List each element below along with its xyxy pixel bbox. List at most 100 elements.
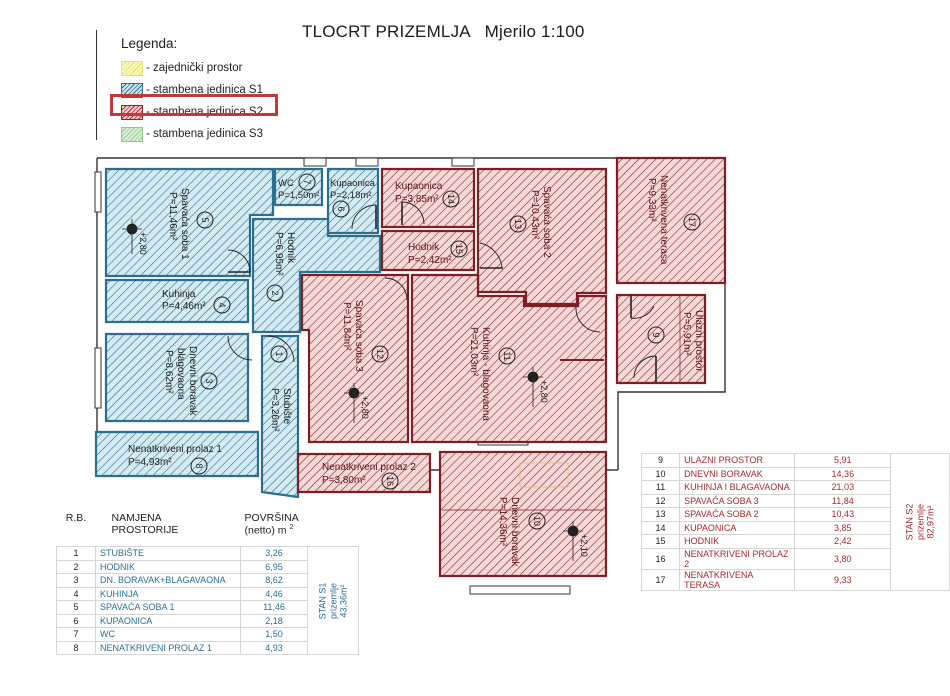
- cell-name: DNEVNI BORAVAK: [679, 466, 796, 481]
- room-15: [380, 229, 476, 272]
- room-area: P=9,33m²: [646, 178, 657, 222]
- cell-area: 4,93: [240, 640, 308, 655]
- room-number: 14: [446, 194, 456, 204]
- cell-name: WC: [95, 627, 241, 642]
- room-number: 8: [194, 463, 204, 468]
- cell-no: 2: [56, 559, 96, 574]
- cell-no: 8: [56, 640, 96, 655]
- cell-name: KUHINJA: [95, 586, 241, 601]
- room-number: 3: [204, 378, 214, 383]
- legend-label: - zajednički prostor: [146, 62, 243, 74]
- cell-name: NENATKRIVENA TERASA: [679, 568, 796, 591]
- unit-s1: [94, 167, 382, 499]
- plan-title: TLOCRT PRIZEMLJA Mjerilo 1:100: [302, 22, 585, 41]
- col-namjena-2: PROSTORIJE: [111, 524, 179, 536]
- room-number-labels: 1 2 3 4 5 6 7 8 9 10 11 12 13 14 15 16 1…: [194, 179, 697, 526]
- room-number: 4: [217, 302, 227, 307]
- room-area: P=1,50m²: [278, 190, 319, 201]
- marker-3: [200, 372, 218, 390]
- cell-no: 1: [56, 546, 96, 561]
- room-11: [410, 273, 608, 444]
- room-number: 5: [200, 217, 210, 222]
- marker-7: [298, 173, 316, 191]
- cell-area: 5,91: [794, 453, 892, 468]
- marker-4: [213, 296, 231, 314]
- room-number: 15: [454, 244, 464, 254]
- cell-area: 11,46: [240, 600, 308, 615]
- cell-name: SPAVAĆA SOBA 3: [679, 493, 796, 508]
- door-swings: [227, 201, 681, 511]
- cell-no: 14: [640, 520, 681, 535]
- room-area: P=3,85m²: [395, 194, 439, 205]
- room-area: P=4,46m²: [162, 301, 206, 312]
- swatch-yellow-icon: [121, 60, 143, 76]
- room-number: 11: [502, 351, 512, 360]
- room-area: P=4,93m²: [128, 457, 172, 468]
- room-number: 6: [336, 206, 346, 211]
- height-label: +2,10: [579, 534, 589, 557]
- total-line2: prizemlje: [914, 503, 925, 540]
- cell-area: 6,95: [240, 559, 308, 574]
- room-labels: WC P=1,50m² Kupaonica P=2,18m² Kuhinja P…: [128, 175, 704, 567]
- room-number: 9: [651, 332, 661, 337]
- cell-area: 3,80: [794, 547, 892, 570]
- marker-16: [381, 472, 399, 490]
- room-area: P=5,91m²: [681, 312, 692, 356]
- legend-item-s1: - stambena jedinica S1: [121, 82, 263, 98]
- cell-no: 4: [56, 586, 96, 601]
- marker-17: [683, 213, 701, 231]
- room-area: P=14,36m²: [497, 497, 508, 547]
- cell-area: 2,18: [240, 613, 308, 628]
- legend-item-s3: - stambena jedinica S3: [121, 126, 263, 142]
- cell-no: 11: [640, 480, 681, 495]
- room-4: [104, 278, 250, 324]
- unit-s2: [296, 156, 727, 578]
- cell-name: SPAVAĆA SOBA 1: [95, 600, 241, 615]
- room-16: [296, 452, 432, 494]
- room-area: P=2,18m²: [330, 190, 371, 201]
- height-label: +2,80: [138, 232, 148, 255]
- marker-12: [371, 345, 389, 363]
- room-8: [94, 430, 260, 478]
- marker-1: [270, 345, 288, 363]
- room-name: Dnevni boravak: [509, 497, 520, 567]
- col-povrsina-sup: 2: [289, 524, 294, 531]
- total-line2: prizemlje: [327, 582, 338, 619]
- room-area: P=8,62m²: [163, 350, 174, 394]
- room-area: P=11,84m²: [341, 302, 352, 351]
- height-marker-icon: [122, 219, 583, 561]
- cell-area: 10,43: [794, 507, 892, 522]
- cell-area: 9,33: [794, 568, 892, 591]
- marker-9: [647, 326, 665, 344]
- cell-area: 11,84: [794, 493, 892, 508]
- room-name: Kuhinja - blagovaona: [480, 327, 491, 421]
- cell-no: 17: [640, 568, 681, 591]
- col-povrsina: POVRŠINA(netto) m 2: [241, 510, 308, 547]
- room-2: [251, 217, 382, 334]
- room-17: [615, 156, 727, 285]
- cell-name: ULAZNI PROSTOR: [679, 453, 796, 468]
- swatch-green-icon: [121, 126, 143, 142]
- cell-name: KUPAONICA: [95, 613, 241, 628]
- cell-no: 15: [640, 534, 681, 549]
- room-number: 17: [687, 217, 697, 227]
- cell-area: 3,85: [794, 520, 892, 535]
- cell-no: 9: [640, 453, 681, 468]
- room-number: 13: [513, 219, 523, 229]
- room-name: Kupaonica: [330, 178, 376, 189]
- cell-no: 13: [640, 507, 681, 522]
- room-name: Kuhinja: [162, 289, 196, 300]
- room-number-markers: [190, 173, 701, 530]
- cell-name: STUBIŠTE: [95, 546, 241, 561]
- marker-8: [190, 457, 208, 475]
